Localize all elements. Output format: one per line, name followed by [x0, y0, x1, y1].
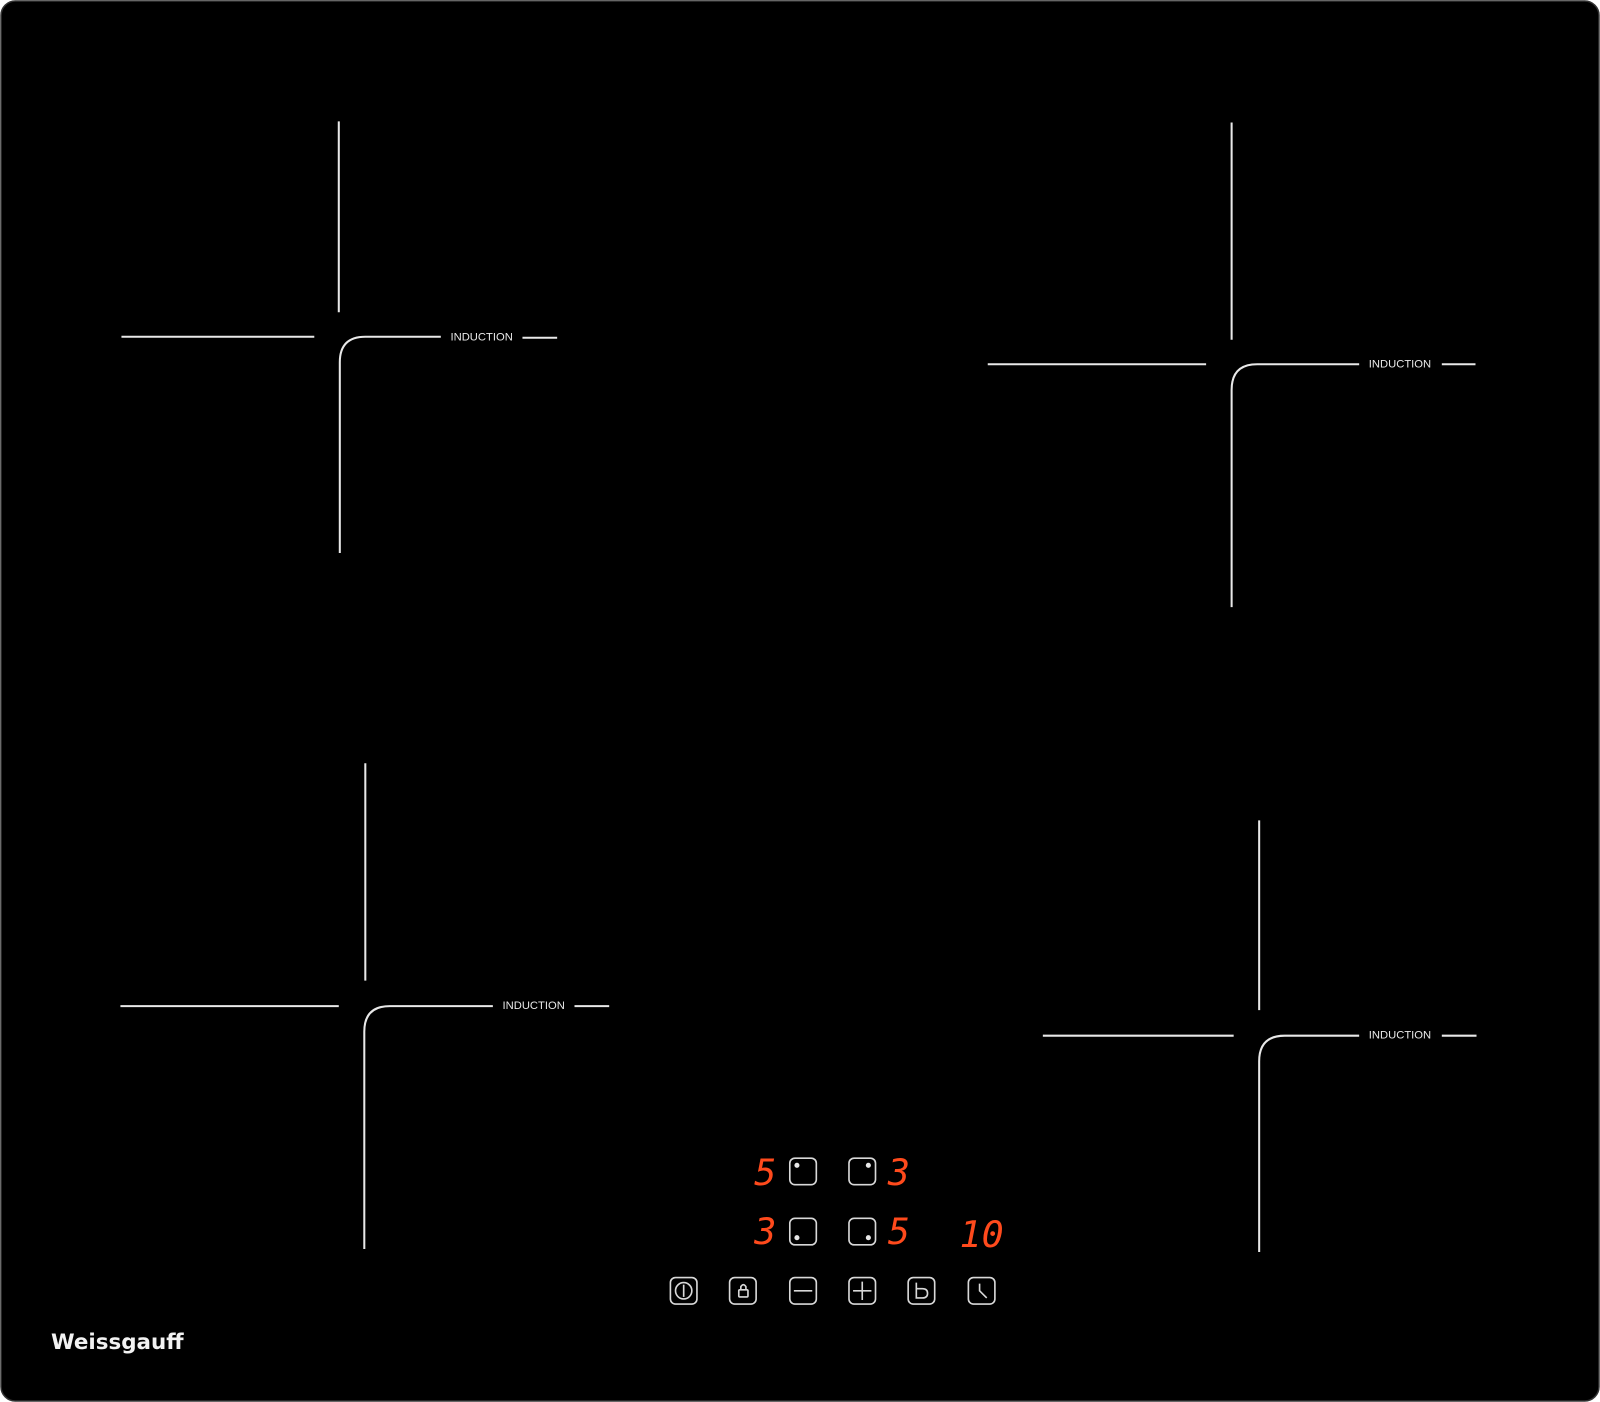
zone-display-top-left: 5 [754, 1151, 776, 1194]
zone-display-bottom-right: 5 [888, 1210, 910, 1253]
plus-icon [853, 1281, 872, 1300]
plus-button[interactable] [848, 1276, 877, 1305]
zone-label: INDUCTION [503, 1000, 565, 1012]
zone-select-top-right-button[interactable] [848, 1157, 877, 1186]
cooking-zone-rear-left[interactable]: INDUCTION [120, 763, 610, 1249]
zone-display-top-right: 3 [887, 1151, 910, 1194]
cooking-zone-front-left[interactable]: INDUCTION [121, 121, 558, 554]
lock-button[interactable] [728, 1276, 757, 1305]
timer-icon [978, 1283, 988, 1299]
zone-label: INDUCTION [1369, 1030, 1431, 1042]
boost-button[interactable] [907, 1276, 936, 1305]
zone-label: INDUCTION [1369, 358, 1431, 370]
brand-logo: Weissgauff [51, 1330, 184, 1355]
power-button[interactable] [669, 1276, 698, 1305]
cooking-zone-rear-right[interactable]: INDUCTION [987, 122, 1476, 608]
zone-label: INDUCTION [450, 332, 512, 344]
minus-button[interactable] [788, 1276, 818, 1305]
zone-display-bottom-left: 3 [753, 1210, 776, 1253]
boost-icon [915, 1282, 929, 1299]
lock-icon [737, 1283, 749, 1298]
zone-select-bottom-left-button[interactable] [788, 1217, 818, 1246]
zone-select-top-left-button[interactable] [788, 1157, 818, 1186]
power-icon [674, 1281, 693, 1300]
timer-button[interactable] [967, 1276, 996, 1305]
zone-select-bottom-right-button[interactable] [848, 1217, 877, 1246]
cooking-zone-front-right[interactable]: INDUCTION [1042, 820, 1477, 1253]
timer-display: 10 [960, 1213, 1004, 1256]
